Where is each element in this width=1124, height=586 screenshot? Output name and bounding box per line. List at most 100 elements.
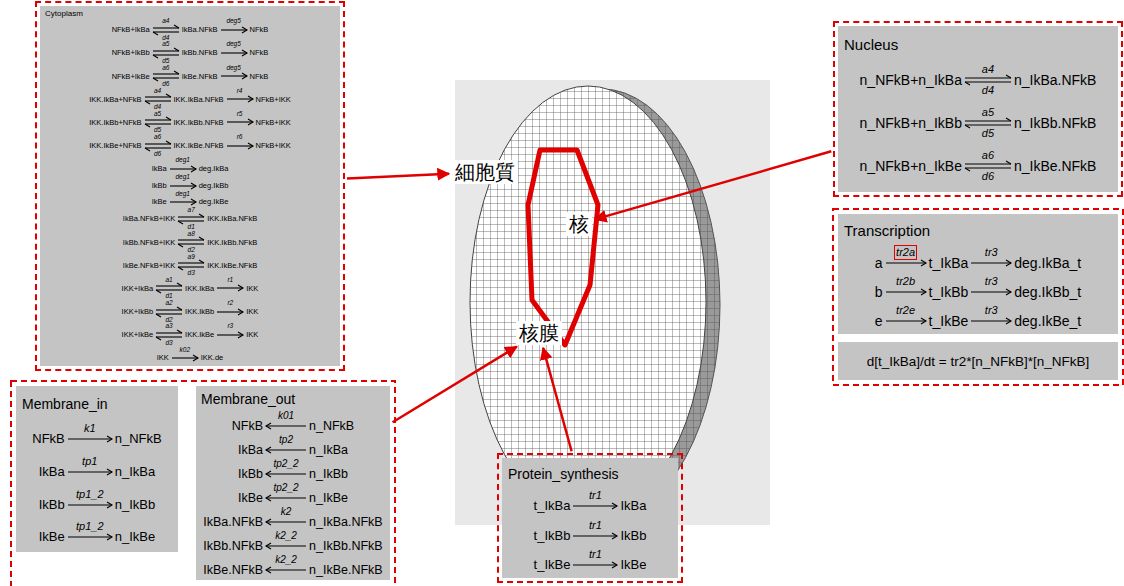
arrow-stroke <box>612 562 617 568</box>
rate-constant: r6 <box>237 134 243 141</box>
rate-constant: d5 <box>154 127 161 134</box>
reaction-row: 細胞質 <box>455 160 515 184</box>
reaction-arrow <box>172 353 198 363</box>
reaction-step: r1 <box>217 277 243 300</box>
reaction-box: CytoplasmNFkB+IkBaa4d4IkBa.NFkBdeg5NFkBN… <box>40 6 340 366</box>
reaction-row: NFkB+IkBea6d6IkBe.NFkBdeg5NFkB <box>45 65 335 88</box>
reaction-step: r6 <box>227 134 253 157</box>
arrow-stroke <box>965 121 1011 122</box>
arrow-stroke <box>174 71 179 74</box>
species-name: IkBb.NFkB <box>182 48 218 57</box>
arrow-stroke <box>238 285 243 291</box>
arrow-stroke <box>965 168 970 171</box>
arrow-stroke <box>153 78 158 81</box>
arrow-stroke <box>242 50 247 56</box>
arrow-stroke <box>886 291 926 292</box>
rate-constant: a3 <box>165 323 172 330</box>
reaction-step: tr1 <box>573 490 617 511</box>
rate-constant: tp2_2 <box>274 483 299 493</box>
reaction-arrow <box>227 117 253 127</box>
reaction-step: a9d3 <box>178 254 204 277</box>
reaction-step: tp2_2 <box>266 483 306 503</box>
species-name: NFkB <box>232 421 263 431</box>
arrow-stroke <box>177 283 182 286</box>
species-name: IKK.IkBe+NFkB <box>89 141 141 150</box>
species-name: IKK.IkBa <box>185 284 214 293</box>
species-name: n_IkBb.NFkB <box>309 541 383 551</box>
arrow-stroke <box>965 125 1011 126</box>
reaction-step: r2 <box>217 300 243 323</box>
reaction-row: IkBbtp1_2n_IkBb <box>22 489 172 510</box>
arrow-stroke <box>145 143 171 144</box>
arrow-stroke <box>145 124 171 125</box>
species-name: n_NFkB+n_IkBe <box>860 158 962 174</box>
species-name: IkBb.NFkB+IKK <box>123 238 175 247</box>
arrow-stroke <box>266 567 271 573</box>
group-outline <box>11 381 395 586</box>
species-name: deg.IkBe <box>199 197 229 207</box>
reaction-row: btr2bt_IkBbtr3deg.IkBb_t <box>844 276 1112 297</box>
reaction-row: t_IkBetr1IkBe <box>508 549 672 570</box>
arrow-stroke <box>221 29 247 30</box>
species-name: IKK.IkBe.NFkB <box>174 141 224 150</box>
reaction-arrow <box>965 75 1011 85</box>
arrow-stroke <box>266 449 306 450</box>
box-heading: Cytoplasm <box>45 9 83 18</box>
arrow-stroke <box>971 262 1011 263</box>
species-name: IKK.IkBa.NFkB <box>174 95 224 104</box>
reaction-arrow <box>178 214 204 224</box>
arrow-stroke <box>221 76 247 77</box>
rate-constant: tp1 <box>82 456 97 467</box>
reaction-arrow <box>971 258 1011 268</box>
rate-constant: tr3 <box>985 247 998 258</box>
arrow-stroke <box>965 82 970 85</box>
species-name: b <box>875 287 883 297</box>
species-name: deg.IkBb_t <box>1014 287 1081 297</box>
arrow-stroke <box>174 48 179 51</box>
reaction-step: tr2e <box>886 305 926 326</box>
reaction-row: IkBb.NFkBk2_2n_IkBb.NFkB <box>201 531 385 551</box>
reaction-row: IKK+IkBaa1d1IKK.IkBar1IKK <box>45 277 335 300</box>
species-name: IKK.IkBb <box>185 307 214 316</box>
species-name: NFkB+IKK <box>256 118 291 127</box>
reaction-box: Membrane_outNFkBk01n_NFkBIkBatp2n_IkBaIk… <box>196 386 390 580</box>
rate-constant: tp2 <box>279 435 293 445</box>
arrow-stroke <box>266 425 306 426</box>
arrow-stroke <box>965 125 970 128</box>
species-name: NFkB+IkBb <box>112 48 150 57</box>
box-heading: Transcription <box>844 222 930 239</box>
leader-arrow <box>347 174 449 179</box>
reaction-arrow <box>221 71 247 81</box>
reaction-arrow <box>156 283 182 293</box>
reaction-step: deg5 <box>221 18 247 41</box>
arrow-stroke <box>107 502 112 508</box>
region-label: 核膜 <box>519 321 559 345</box>
reaction-arrow <box>68 434 112 444</box>
species-name: IKK <box>246 284 258 293</box>
species-name: IkBa <box>238 445 263 455</box>
arrow-stroke <box>153 74 179 75</box>
reaction-row: etr2et_IkBetr3deg.IkBe_t <box>844 305 1112 326</box>
reaction-step: a3d3 <box>156 323 182 346</box>
reaction-row: IkBatp2n_IkBa <box>201 435 385 455</box>
reaction-row: IkBetp1_2n_IkBe <box>22 521 172 542</box>
species-name: n_IkBe <box>309 493 348 503</box>
arrow-stroke <box>971 291 1011 292</box>
species-name: IKK.IkBb.NFkB <box>174 118 224 127</box>
box-heading: Membrane_in <box>22 396 108 412</box>
reaction-arrow <box>221 25 247 35</box>
rate-constant: a4 <box>154 88 161 95</box>
arrow-stroke <box>242 27 247 33</box>
reaction-step: deg1 <box>170 191 196 208</box>
cell-body <box>470 86 706 518</box>
arrow-stroke <box>573 535 617 536</box>
arrow-stroke <box>248 119 253 125</box>
arrow-stroke <box>217 311 243 312</box>
arrow-stroke <box>145 101 171 102</box>
rate-constant: r5 <box>237 111 243 118</box>
arrow-stroke <box>227 99 253 100</box>
arrow-stroke <box>156 337 161 340</box>
rate-constant: k1 <box>84 423 96 434</box>
arrow-stroke <box>145 120 171 121</box>
